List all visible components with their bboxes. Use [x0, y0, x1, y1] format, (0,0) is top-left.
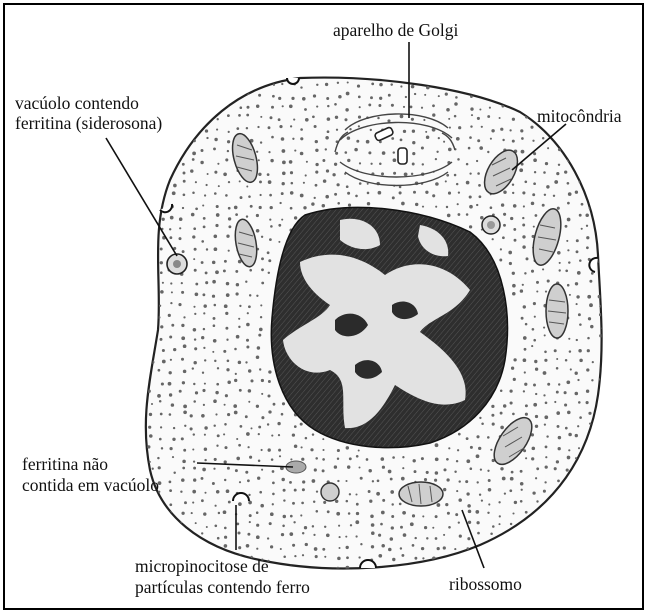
label-ribosome: ribossomo [449, 574, 522, 595]
vesicle [321, 483, 339, 501]
label-mitochondria: mitocôndria [537, 106, 622, 127]
label-ferritin-2: contida em vacúolo [22, 475, 159, 496]
mitochondrion [399, 482, 443, 506]
label-micropinocytosis-2: partículas contendo ferro [135, 577, 310, 598]
label-ferritin-1: ferritina não [22, 454, 108, 475]
nucleus [271, 207, 507, 447]
label-vacuole-2: ferritina (siderosona) [15, 113, 162, 134]
label-vacuole-1: vacúolo contendo [15, 93, 139, 114]
label-golgi: aparelho de Golgi [333, 20, 458, 41]
label-micropinocytosis-1: micropinocitose de [135, 556, 269, 577]
mitochondrion [546, 284, 568, 338]
